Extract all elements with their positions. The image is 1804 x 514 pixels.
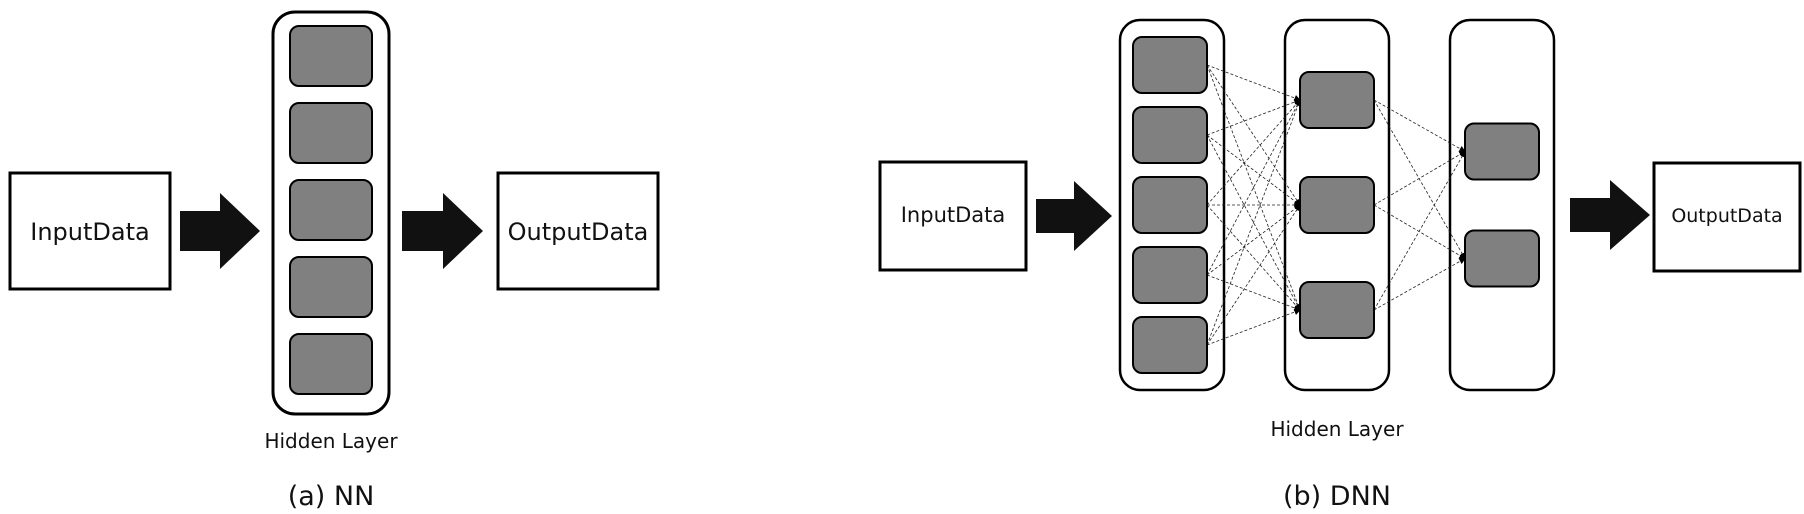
dnn-connection-l1-2-2 bbox=[1206, 134, 1301, 206]
dnn-connection-l1-5-2 bbox=[1206, 204, 1301, 346]
nn-neurons bbox=[289, 25, 373, 395]
dnn-neuron-l1-1 bbox=[1132, 36, 1208, 94]
nn-neuron-1 bbox=[289, 25, 373, 87]
dnn-neuron-l1-5 bbox=[1132, 316, 1208, 374]
dnn-neuron-l1-4 bbox=[1132, 246, 1208, 304]
dnn-connection-l1-1-3 bbox=[1206, 64, 1302, 311]
dnn-connection-l2-3-2 bbox=[1373, 258, 1466, 311]
dnn-output-label: OutputData bbox=[1671, 205, 1782, 227]
dnn-connection-l1-2-3 bbox=[1206, 134, 1301, 311]
nn-neuron-4 bbox=[289, 256, 373, 318]
dnn-connections bbox=[1206, 64, 1466, 346]
dnn-connection-l2-1-2 bbox=[1373, 99, 1466, 260]
dnn-connection-l1-5-1 bbox=[1206, 99, 1302, 346]
nn-caption: (a) NN bbox=[288, 481, 375, 512]
dnn-arrow-in bbox=[1036, 181, 1112, 251]
dnn-connection-l1-4-3 bbox=[1206, 274, 1301, 312]
dnn-connection-l1-3-3 bbox=[1206, 204, 1301, 311]
dnn-neuron-l3-2 bbox=[1464, 229, 1540, 288]
dnn-hidden-layer-3-box bbox=[1448, 18, 1556, 392]
dnn-connection-l1-4-1 bbox=[1206, 99, 1301, 276]
dnn-connection-l1-1-1 bbox=[1206, 64, 1301, 102]
dnn-neuron-l1-3 bbox=[1132, 176, 1208, 234]
dnn-connection-l1-3-1 bbox=[1206, 99, 1301, 206]
dnn-input-box bbox=[878, 160, 1028, 272]
nn-arrow-in bbox=[180, 193, 260, 269]
dnn-input-label: InputData bbox=[901, 203, 1006, 227]
dnn-output-box bbox=[1652, 161, 1802, 273]
dnn-connection-l2-2-2 bbox=[1373, 204, 1466, 259]
nn-output-box bbox=[496, 171, 660, 291]
nn-output-label: OutputData bbox=[508, 218, 649, 246]
dnn-neuron-l3-1 bbox=[1464, 122, 1540, 181]
dnn-diagram: InputData OutputData Hidden Layer (b) DN… bbox=[878, 18, 1802, 512]
dnn-caption: (b) DNN bbox=[1283, 481, 1391, 512]
nn-diagram: InputData OutputData Hidden Layer (a) NN bbox=[8, 10, 660, 512]
dnn-neuron-l1-2 bbox=[1132, 106, 1208, 164]
nn-neuron-2 bbox=[289, 102, 373, 164]
dnn-neuron-l2-1 bbox=[1299, 71, 1375, 129]
dnn-connection-l2-2-1 bbox=[1373, 151, 1466, 206]
dnn-connection-l2-3-1 bbox=[1373, 150, 1466, 311]
nn-neuron-5 bbox=[289, 333, 373, 395]
dnn-connection-l1-2-1 bbox=[1206, 98, 1301, 136]
dnn-hidden-layer-label: Hidden Layer bbox=[1270, 417, 1404, 441]
nn-input-box bbox=[8, 171, 172, 291]
nn-input-label: InputData bbox=[30, 218, 149, 246]
dnn-neuron-l2-3 bbox=[1299, 281, 1375, 339]
dnn-connection-l1-1-2 bbox=[1206, 64, 1301, 206]
dnn-arrow-out bbox=[1570, 180, 1650, 250]
dnn-connection-l1-4-2 bbox=[1206, 204, 1301, 276]
dnn-connection-l1-5-3 bbox=[1206, 308, 1301, 346]
nn-hidden-layer-label: Hidden Layer bbox=[264, 429, 398, 453]
nn-neuron-3 bbox=[289, 179, 373, 241]
dnn-neurons bbox=[1132, 36, 1540, 374]
nn-arrow-out bbox=[402, 193, 483, 269]
dnn-neuron-l2-2 bbox=[1299, 176, 1375, 234]
dnn-connection-l2-1-1 bbox=[1373, 99, 1466, 152]
